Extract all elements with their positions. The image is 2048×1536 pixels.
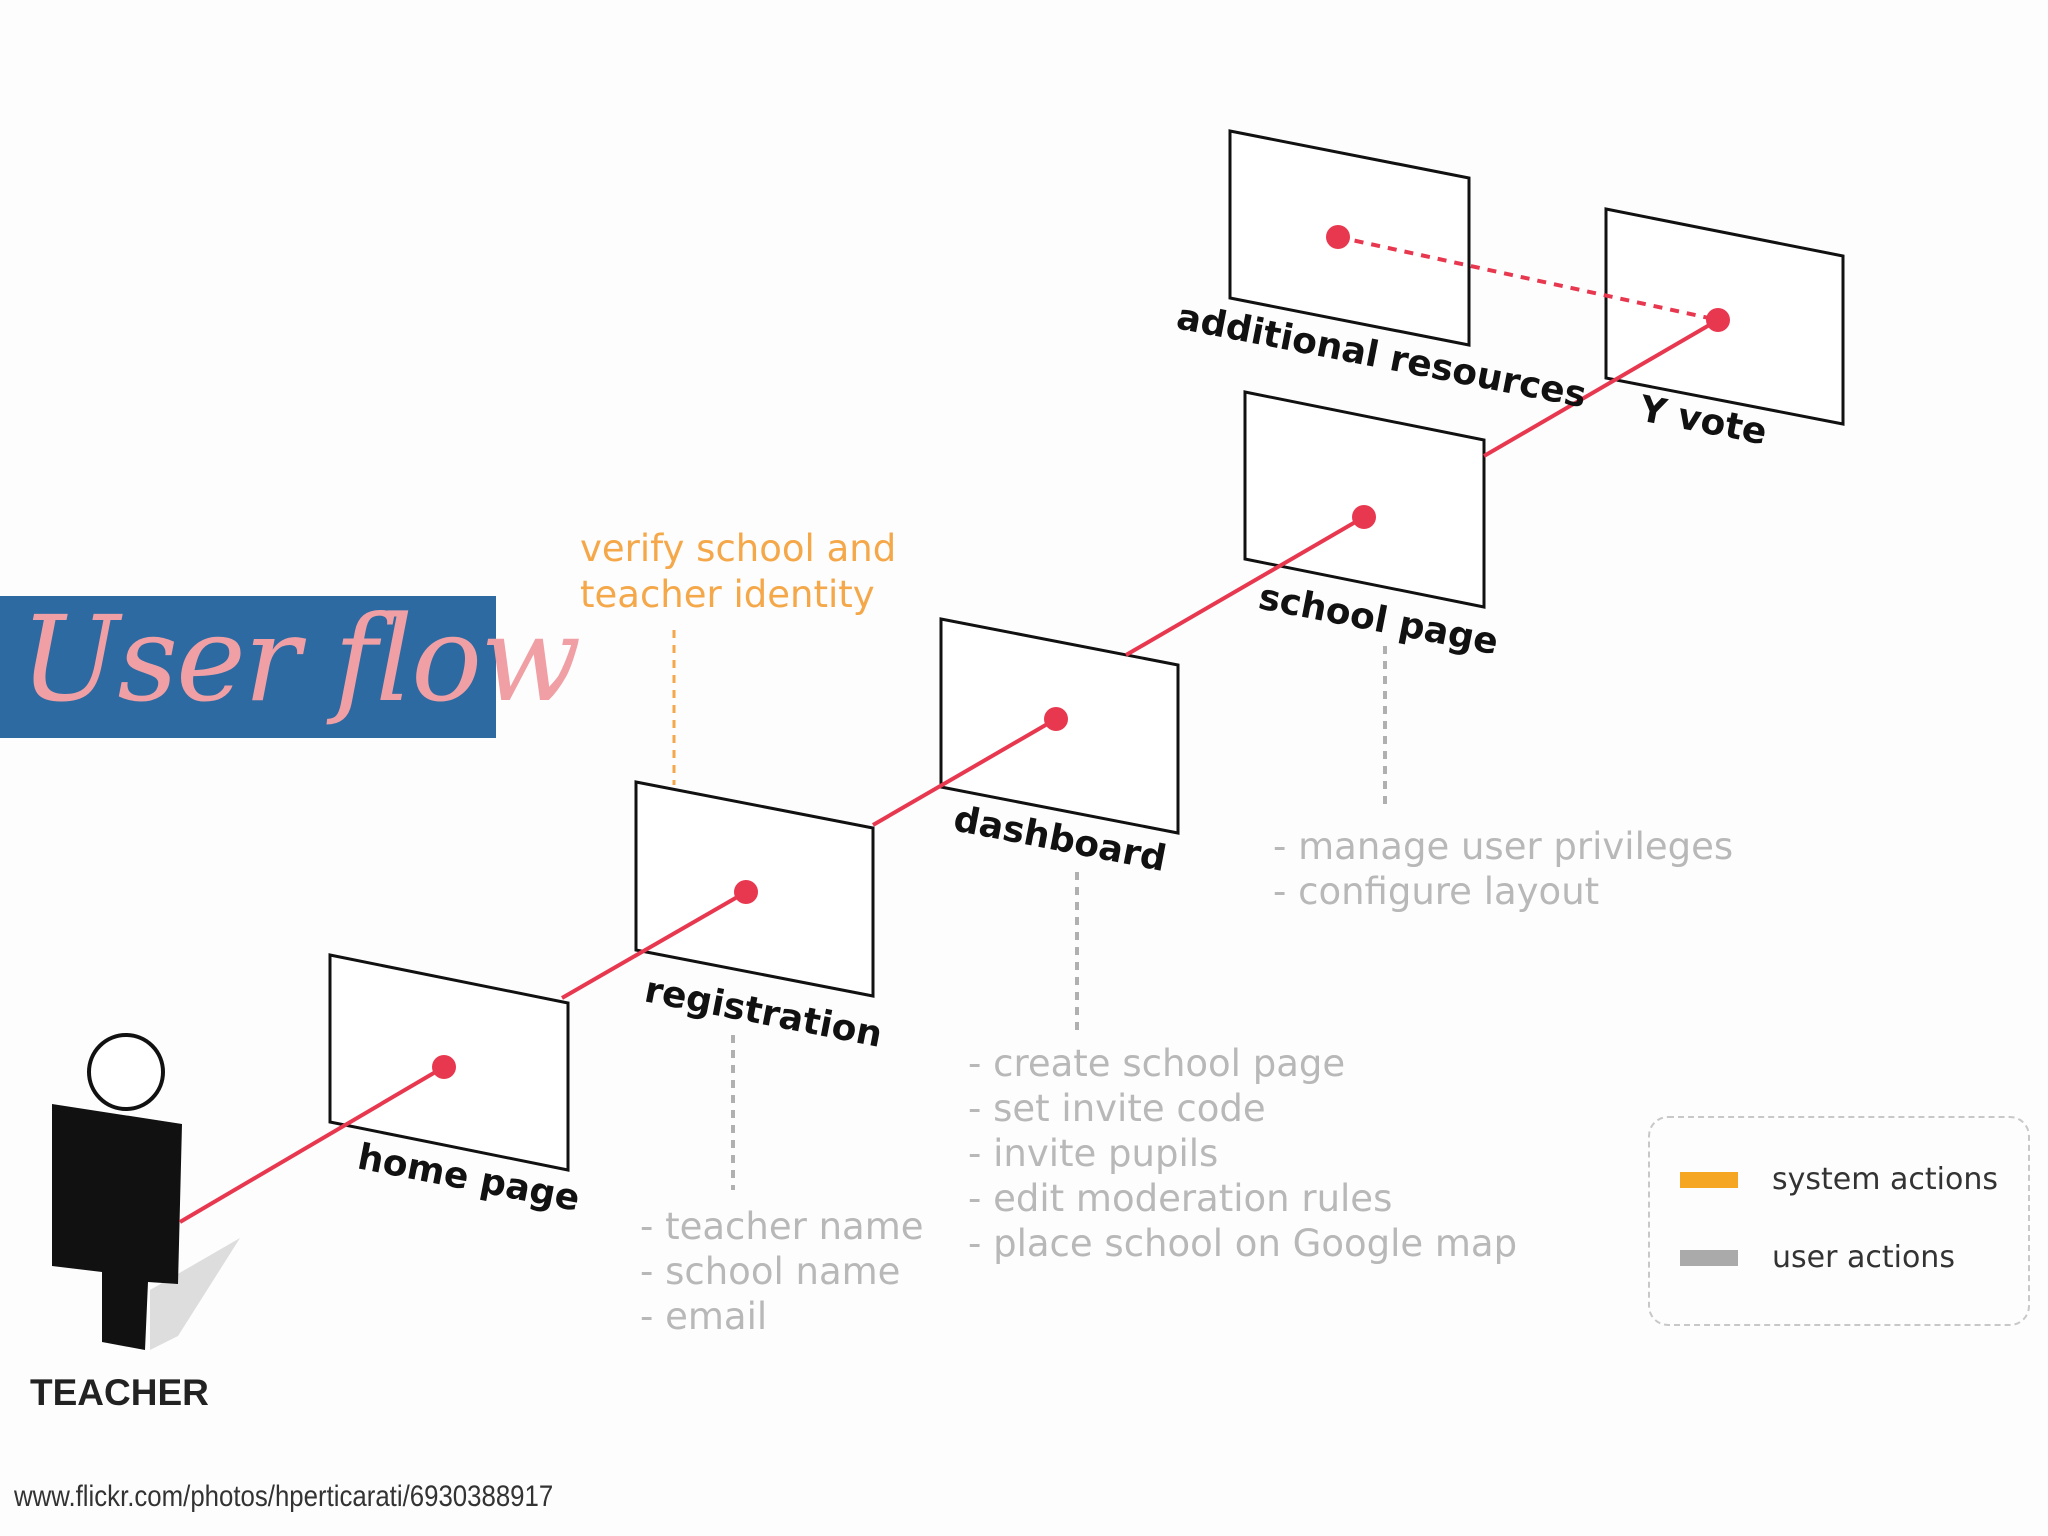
legend-swatch-user [1680, 1249, 1738, 1266]
note-line: - set invite code [968, 1087, 1266, 1130]
flow-registration-dashboard [871, 717, 1058, 827]
dashboard-notes: - create school page - set invite code -… [968, 1041, 1517, 1266]
note-line: - invite pupils [968, 1132, 1219, 1175]
note-line: - manage user privileges [1273, 825, 1734, 868]
page-dot-home [432, 1055, 456, 1079]
flow-home-registration [561, 890, 747, 1000]
photo-credit: www.flickr.com/photos/hperticarati/69303… [14, 1480, 554, 1513]
note-line: - place school on Google map [968, 1222, 1518, 1265]
legend-label-system: system actions [1772, 1162, 1998, 1197]
page-title: User flow [20, 590, 581, 728]
legend-item-system: system actions [1680, 1162, 1998, 1197]
flow-dashboard-school [1124, 515, 1366, 657]
page-frame-school [1243, 390, 1486, 609]
system-note-line: teacher identity [580, 573, 875, 616]
title-banner: User flow [0, 590, 581, 738]
page-dot-school [1352, 505, 1376, 529]
note-line: - email [640, 1295, 768, 1338]
flow-school-yvote [1482, 318, 1720, 458]
flow-path [178, 318, 1720, 1224]
legend-swatch-system [1680, 1171, 1738, 1188]
teacher-body [52, 1104, 182, 1350]
school-notes: - manage user privileges - configure lay… [1273, 824, 1733, 914]
system-note-line: verify school and [580, 527, 897, 570]
legend-item-user: user actions [1680, 1240, 1955, 1275]
note-line: - teacher name [640, 1205, 924, 1248]
teacher-figure [52, 1033, 240, 1350]
registration-notes: - teacher name - school name - email [640, 1204, 924, 1339]
note-line: - create school page [968, 1042, 1346, 1085]
note-line: - school name [640, 1250, 901, 1293]
page-dot-registration [734, 880, 758, 904]
actor-label: TEACHER [30, 1372, 209, 1413]
teacher-head [87, 1033, 165, 1111]
note-line: - configure layout [1273, 870, 1600, 913]
legend-label-user: user actions [1772, 1240, 1955, 1275]
flow-teacher-home [178, 1065, 446, 1224]
legend: system actions user actions [1648, 1116, 2030, 1326]
note-line: - edit moderation rules [968, 1177, 1393, 1220]
page-dot-yvote [1706, 308, 1730, 332]
flow-resources-yvote [1337, 235, 1719, 322]
page-dot-dashboard [1044, 707, 1068, 731]
system-note: verify school and teacher identity [580, 526, 896, 618]
page-dot-resources [1326, 225, 1350, 249]
teacher-shadow [150, 1238, 240, 1350]
